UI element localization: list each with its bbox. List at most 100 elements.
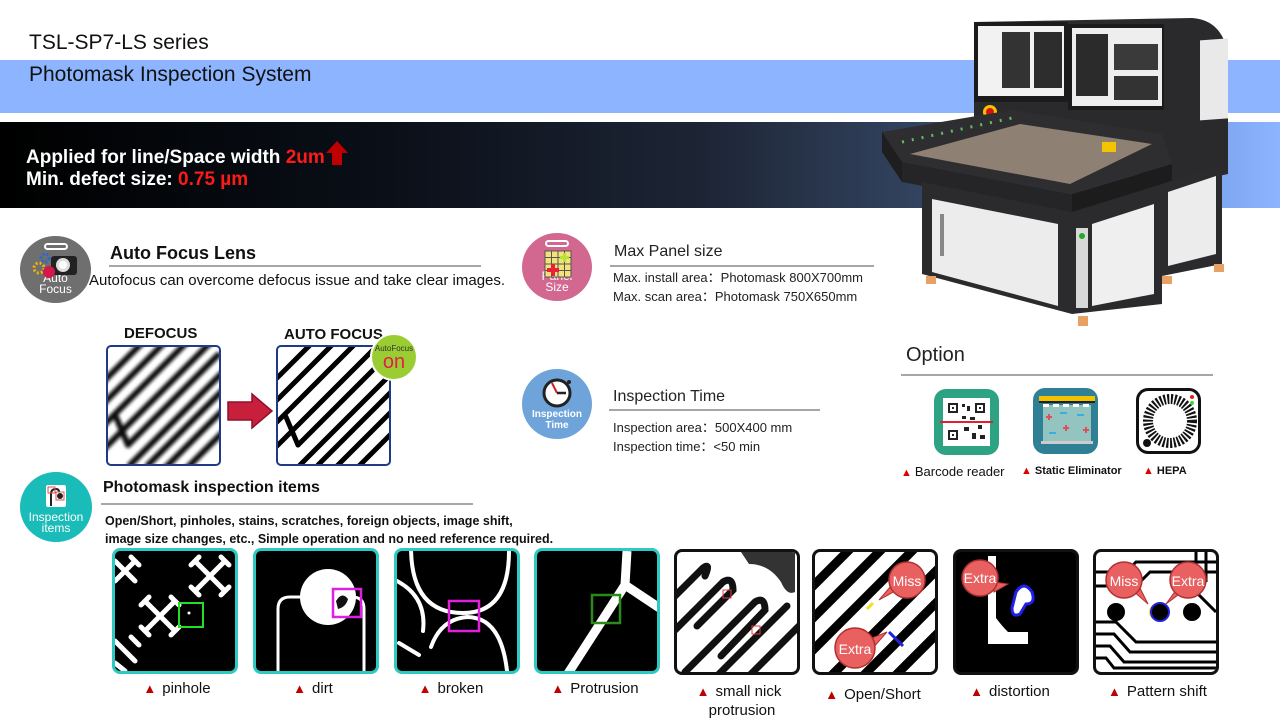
triangle-marker-icon: ▲	[901, 467, 912, 479]
defect-tile-protrusion	[534, 548, 660, 674]
triangle-marker-icon: ▲	[1108, 684, 1121, 699]
defect-tile-pinhole	[112, 548, 238, 674]
miss-callout: Miss	[1105, 561, 1149, 605]
min-defect-value: 0.75 µm	[178, 169, 249, 190]
triangle-marker-icon: ▲	[418, 681, 432, 696]
min-defect-label: Min. defect size:	[26, 169, 179, 190]
description-line: Open/Short, pinholes, stains, scratches,…	[105, 514, 513, 528]
triangle-marker-icon: ▲	[970, 684, 983, 699]
inspection-items-title: Photomask inspection items	[103, 479, 320, 496]
badge-label: items	[41, 521, 71, 535]
defect-label-text: Protrusion	[570, 680, 639, 697]
install-area-text: Max. install area：Photomask 800X700mm	[613, 270, 864, 285]
auto-focus-description: Autofocus can overcome defocus issue and…	[89, 272, 506, 289]
inspection-time-title: Inspection Time	[613, 388, 726, 405]
defocus-sample-image	[106, 345, 221, 466]
line-space-spec: Applied for line/Space width 2um	[26, 141, 348, 169]
defect-label-open-short: ▲ Open/Short	[808, 685, 938, 704]
miss-callout: Miss	[878, 561, 926, 601]
panel-size-badge: Panel Size	[522, 233, 592, 301]
defect-tile-open-short: Miss Extra	[812, 549, 938, 675]
option-label-text: HEPA	[1156, 465, 1187, 477]
inspection-machine-image	[882, 18, 1228, 326]
defect-label-text: dirt	[312, 680, 333, 697]
bubble-status: on	[382, 350, 406, 373]
triangle-marker-icon: ▲	[143, 681, 157, 696]
defocus-label: DEFOCUS	[124, 325, 198, 342]
defect-label-text: small nick	[715, 683, 782, 700]
triangle-marker-icon: ▲	[1143, 465, 1154, 477]
defect-label-text: Open/Short	[844, 686, 921, 703]
autofocus-on-bubble: AutoFocus on	[370, 333, 418, 381]
defect-label-pinhole: ▲ pinhole	[112, 679, 242, 698]
defect-label-text: distortion	[989, 683, 1050, 700]
badge-label: Focus	[39, 282, 72, 296]
badge-label: Time	[545, 420, 569, 431]
option-label-hepa: ▲HEPA	[1143, 465, 1187, 477]
hepa-fan-icon	[1136, 388, 1201, 454]
defect-tile-dirt	[253, 548, 379, 674]
option-label-text: Barcode reader	[914, 464, 1005, 479]
badge-label: Inspection	[531, 409, 582, 420]
inspection-time-details: Inspection area：500X400 mm Inspection ti…	[613, 418, 792, 456]
min-defect-spec: Min. defect size: 0.75 µm	[26, 169, 248, 191]
description-line: image size changes, etc., Simple operati…	[105, 532, 554, 546]
defect-label-distortion: ▲ distortion	[945, 682, 1075, 701]
inspection-area-text: Inspection area：500X400 mm	[613, 420, 793, 435]
autofocus-label: AUTO FOCUS	[284, 326, 383, 343]
grid-panel-icon	[544, 250, 572, 278]
triangle-marker-icon: ▲	[825, 687, 839, 702]
static-eliminator-icon	[1033, 388, 1098, 454]
extra-callout: Extra	[961, 559, 1010, 597]
section-divider	[109, 265, 481, 267]
defect-label-small-nick: ▲ small nick protrusion	[674, 682, 804, 720]
inspection-duration-text: Inspection time：<50 min	[613, 439, 761, 454]
callout-text: Extra	[964, 570, 997, 586]
section-divider	[610, 265, 874, 267]
panel-size-title: Max Panel size	[614, 243, 723, 260]
defect-label-text: pinhole	[162, 680, 211, 697]
auto-focus-badge: Auto Focus	[20, 236, 91, 303]
defect-label-broken: ▲ broken	[386, 679, 516, 698]
defect-label-text: broken	[437, 680, 484, 697]
auto-focus-title: Auto Focus Lens	[110, 243, 257, 263]
badge-label: Inspection	[28, 510, 84, 524]
option-label-static-eliminator: ▲Static Eliminator	[1021, 465, 1122, 477]
series-title: TSL-SP7-LS series	[29, 31, 209, 54]
inspection-items-description: Open/Short, pinholes, stains, scratches,…	[105, 512, 553, 548]
arrow-right-icon	[227, 392, 274, 430]
defect-tile-broken	[394, 548, 520, 674]
defect-label-pattern-shift: ▲ Pattern shift	[1090, 682, 1225, 701]
defect-label-protrusion: ▲ Protrusion	[530, 679, 660, 698]
triangle-marker-icon: ▲	[551, 681, 565, 696]
bubble-caption: AutoFocus	[374, 343, 414, 353]
badge-label: Size	[545, 280, 569, 294]
section-divider	[101, 503, 473, 505]
section-divider	[901, 374, 1213, 376]
triangle-marker-icon: ▲	[696, 684, 710, 699]
section-divider	[609, 409, 820, 411]
defect-tile-small-nick	[674, 549, 800, 675]
triangle-marker-icon: ▲	[293, 681, 307, 696]
extra-callout: Extra	[1165, 561, 1207, 605]
defect-label-text: protrusion	[708, 702, 776, 719]
defect-tile-distortion: Extra	[953, 549, 1079, 675]
inspection-time-badge: Inspection Time	[522, 369, 592, 439]
callout-text: Miss	[893, 573, 922, 589]
extra-callout: Extra	[834, 627, 888, 669]
option-label-barcode: ▲Barcode reader	[901, 464, 1005, 479]
panel-size-details: Max. install area：Photomask 800X700mm Ma…	[613, 268, 863, 306]
defect-inspection-icon	[46, 485, 66, 507]
line-space-value: 2um	[285, 147, 325, 168]
defect-label-dirt: ▲ dirt	[248, 679, 378, 698]
callout-text: Miss	[1110, 573, 1139, 589]
scan-area-text: Max. scan area：Photomask 750X650mm	[613, 289, 858, 304]
defect-tile-pattern-shift: Miss Extra	[1093, 549, 1219, 675]
camera-gears-icon	[32, 252, 77, 278]
callout-text: Extra	[839, 641, 872, 657]
triangle-marker-icon: ▲	[1021, 465, 1032, 477]
inspection-items-badge: Inspection items	[20, 472, 92, 542]
barcode-reader-icon	[934, 389, 999, 455]
clock-icon	[542, 378, 572, 408]
defect-label-text: Pattern shift	[1126, 683, 1207, 700]
